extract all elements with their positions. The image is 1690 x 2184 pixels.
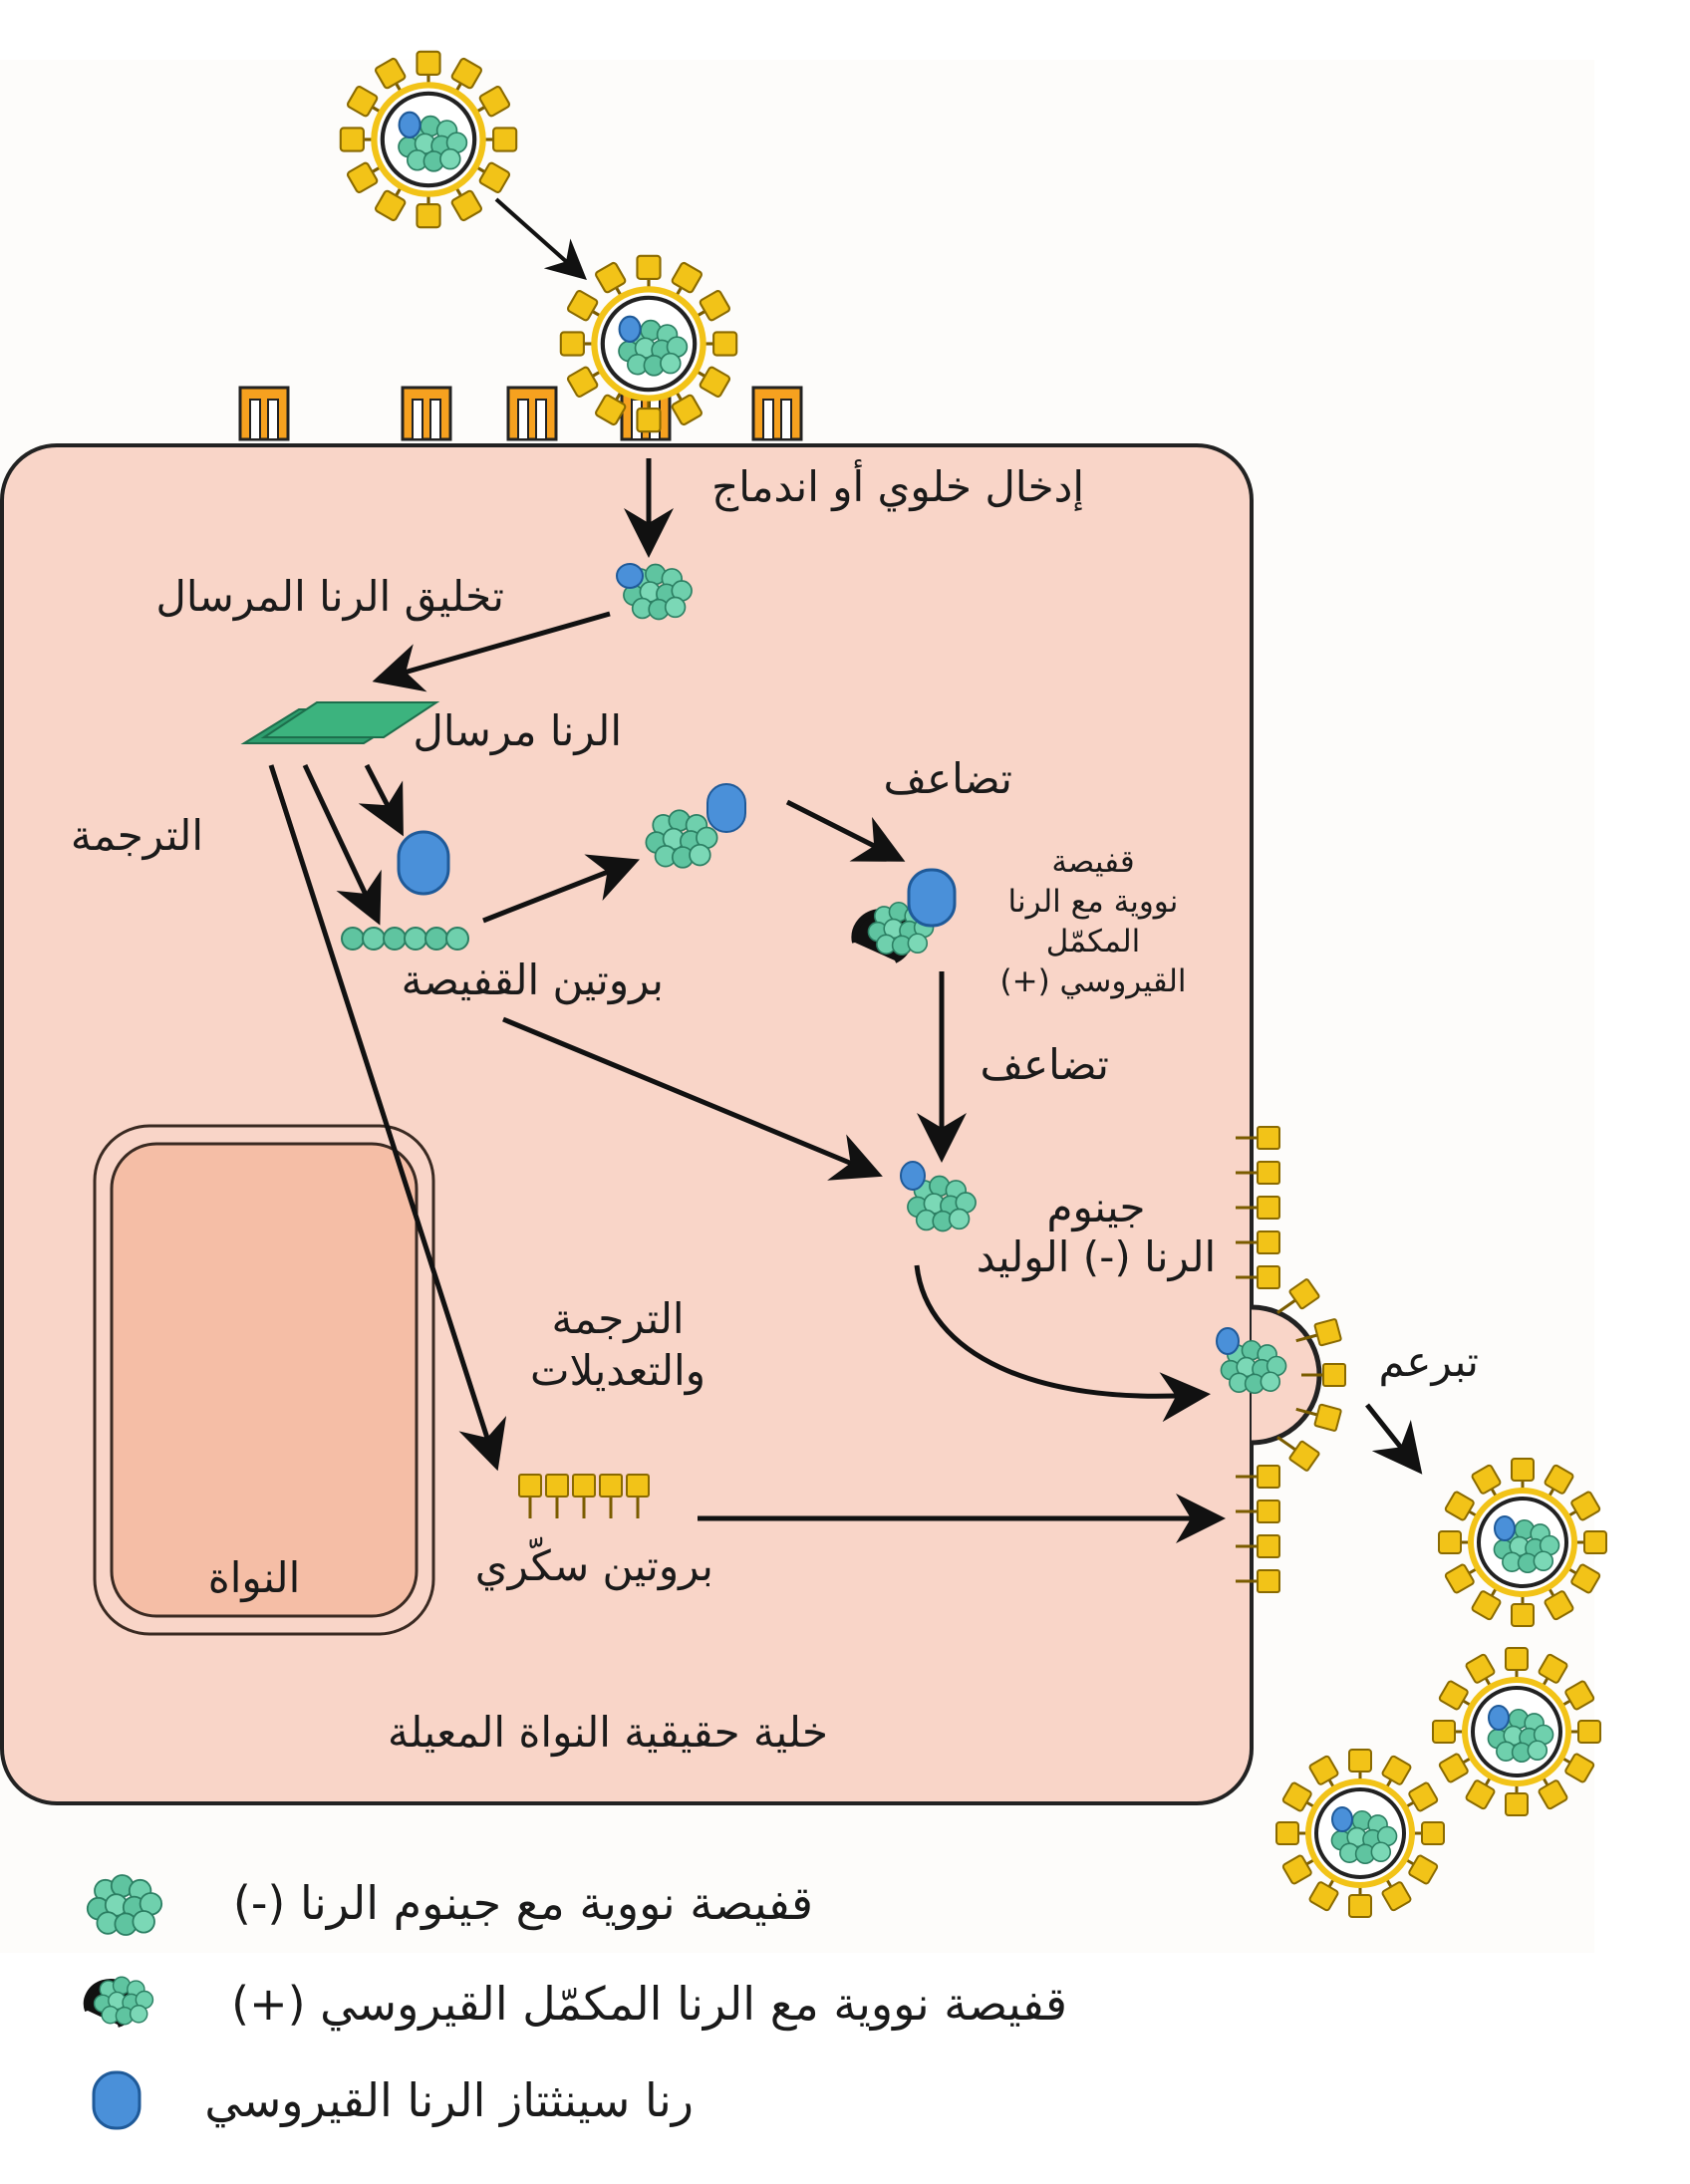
nucleus (110, 1142, 419, 1618)
label-nucleocapsid-plus-2: نووية مع الرنا (1007, 884, 1179, 920)
receptor-icon (238, 386, 290, 441)
label-host-cell: خلية حقيقية النواة المعيلة (387, 1708, 829, 1757)
nucleocapsid-minus-icon (900, 1161, 977, 1232)
nucleocapsid-plus-icon (851, 868, 957, 963)
label-replication-1: تضاعف (883, 754, 1012, 803)
nucleocapsid-minus-icon (616, 563, 693, 621)
label-capsid-protein: بروتين القفيصة (401, 956, 664, 1004)
capsid-protein-chain-icon (341, 927, 469, 951)
label-translation-mod-1: الترجمة (551, 1294, 685, 1343)
nucleocapsid-minus-icon (645, 783, 746, 869)
label-progeny-2: الرنا (-) الوليد (976, 1232, 1217, 1281)
arrow-to-glycoprotein (268, 764, 507, 1472)
legend-item-3: رنا سينثتاز الرنا القيروسي (204, 2073, 694, 2127)
legend-item-2: قفيصة نووية مع الرنا المكمّل القيروسي (+… (231, 1977, 1067, 2031)
receptor-icon (751, 386, 803, 441)
label-nucleocapsid-plus-3: المكمّل (1045, 924, 1141, 959)
arrow-release (1365, 1403, 1423, 1475)
arrow-to-capsid-protein (302, 763, 382, 926)
label-mrna: الرنا مرسال (413, 706, 622, 755)
label-translation: الترجمة (70, 811, 203, 860)
arrow-to-synthetase (358, 763, 404, 837)
legend-rna-synthetase-icon (92, 2070, 141, 2130)
receptor-icon (506, 386, 558, 441)
nucleus-outer-membrane (93, 1124, 435, 1636)
label-nucleocapsid-plus-4: القيروسي (+) (999, 963, 1187, 999)
label-budding: تبرعم (1378, 1337, 1479, 1386)
label-nucleus: النواة (207, 1553, 301, 1602)
legend-nucleocapsid-plus-icon (83, 1976, 154, 2028)
label-replication-2: تضاعف (980, 1040, 1109, 1089)
label-nucleocapsid-plus-1: قفيصة (1051, 844, 1135, 880)
arrow-approach (494, 197, 587, 280)
label-entry: إدخال خلوي أو اندماج (711, 462, 1084, 511)
label-translation-mod-2: والتعديلات (529, 1346, 706, 1395)
arrow-mrna-synthesis (372, 611, 611, 692)
mrna-icon (240, 701, 440, 744)
budding-virion-icon (1216, 1276, 1347, 1474)
arrow-replication-1 (785, 799, 906, 862)
rna-synthetase-icon (397, 830, 450, 896)
receptor-icon (401, 386, 452, 441)
legend-item-1: قفيصة نووية مع جينوم الرنا (-) (232, 1876, 813, 1930)
arrow-to-progeny (502, 1016, 883, 1181)
label-glycoprotein: بروتين سكّري (474, 1541, 713, 1590)
arrow-to-budding (914, 1264, 1211, 1423)
label-progeny-1: جينوم (1046, 1183, 1146, 1231)
arrow-to-assembly (482, 854, 640, 924)
label-mrna-synthesis: تخليق الرنا المرسال (155, 572, 504, 621)
